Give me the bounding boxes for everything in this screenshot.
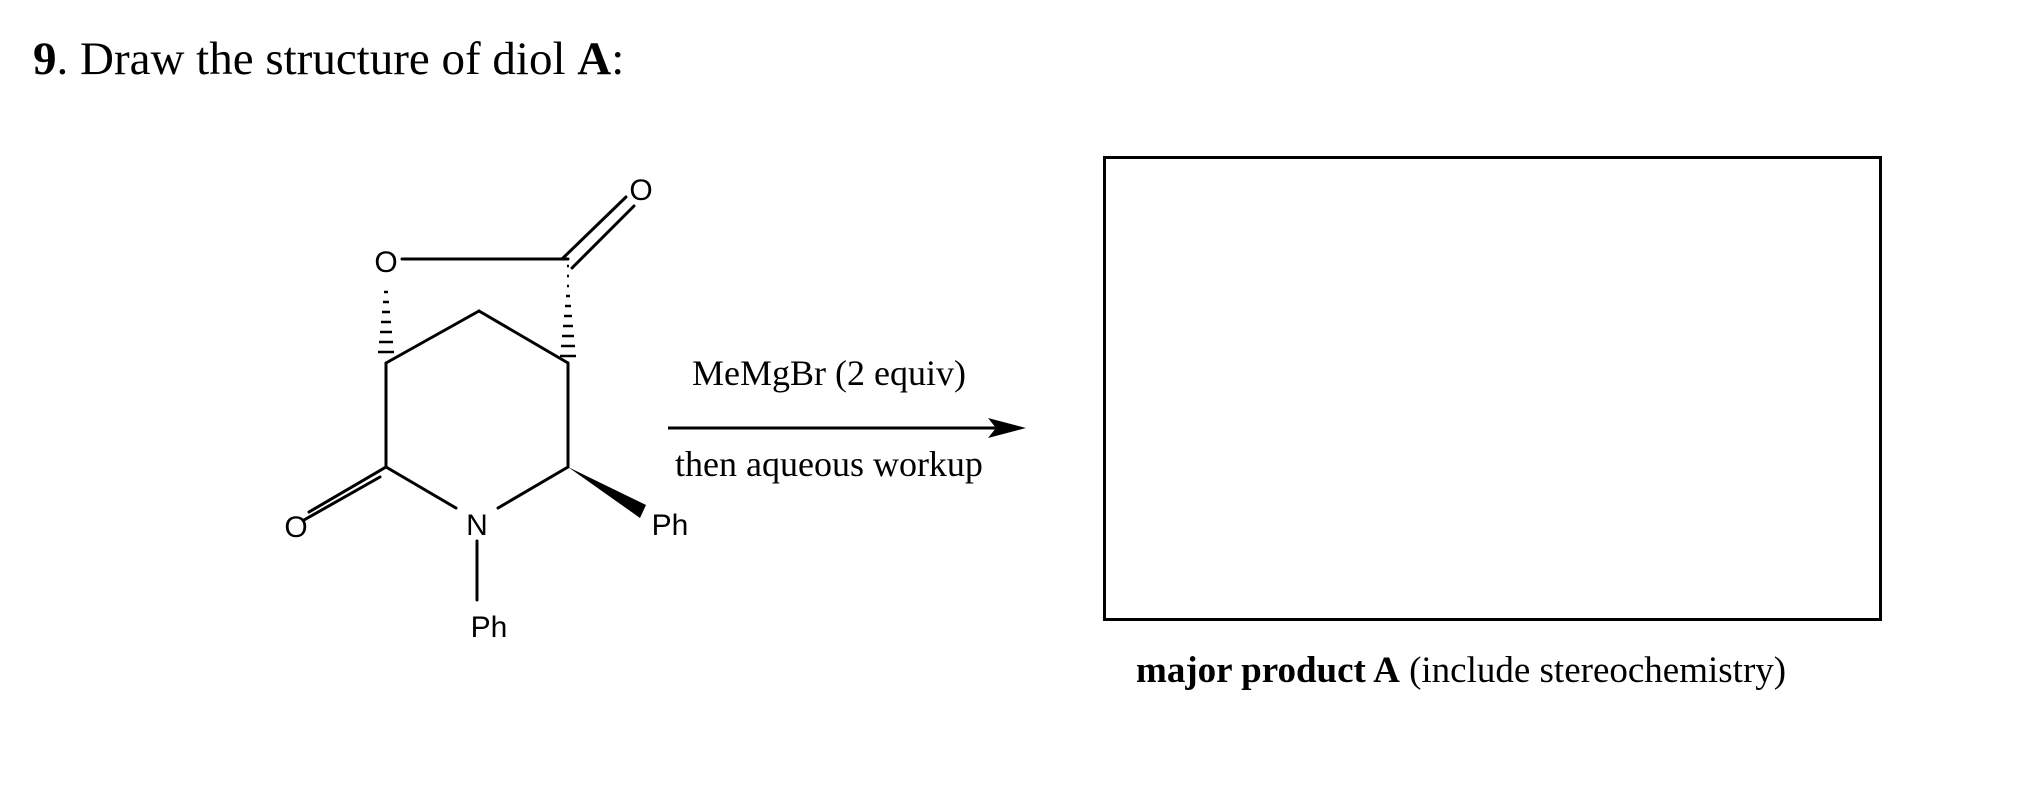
answer-caption-bold: major product A [1136, 650, 1400, 691]
answer-box[interactable] [1103, 156, 1882, 621]
bond-ring-top-left [384, 309, 481, 365]
question-colon: : [611, 33, 625, 85]
lactone-carbonyl-oxygen-label: O [629, 174, 652, 207]
c-phenyl-label: Ph [652, 509, 689, 542]
solid-wedge-bond [568, 467, 646, 518]
bond-amide-carbonyl-2 [302, 475, 382, 522]
bond-amide-carbonyl-1 [307, 465, 388, 514]
nitrogen-label: N [466, 509, 488, 542]
reagent-label: MeMgBr (2 equiv) [692, 353, 966, 393]
starting-material-structure [302, 195, 636, 602]
bond-ring-bottom-right [496, 465, 570, 510]
n-phenyl-label: Ph [471, 611, 508, 644]
bond-lactone-carbonyl-2 [570, 204, 636, 270]
answer-caption-note: (include stereochemistry) [1399, 650, 1787, 691]
question-prompt: 9. Draw the structure of diol A: [33, 36, 624, 83]
compound-label: A [577, 33, 612, 85]
question-text: . Draw the structure of diol [56, 33, 578, 85]
question-number: 9 [33, 33, 57, 85]
bond-lactone-carbonyl-1 [560, 195, 628, 261]
lactone-oxygen-label: O [374, 246, 397, 279]
hashed-wedge-left [378, 290, 394, 354]
hashed-wedge-right [560, 264, 576, 358]
bond-ring-bottom-left [384, 465, 458, 510]
reaction-arrow [668, 418, 1026, 438]
bond-ring-top-right [477, 309, 570, 365]
amide-carbonyl-oxygen-label: O [284, 511, 307, 544]
answer-caption: major product A (include stereochemistry… [1136, 652, 1786, 689]
workup-label: then aqueous workup [675, 444, 983, 484]
